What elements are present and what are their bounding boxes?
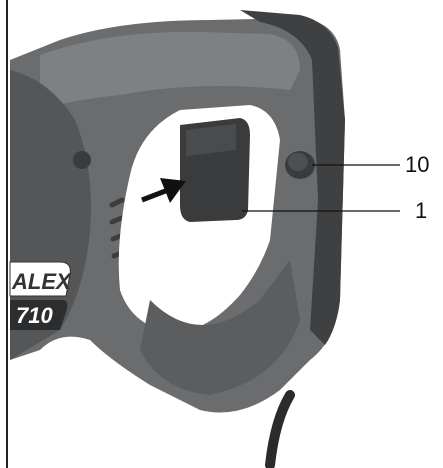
trigger-switch — [180, 118, 250, 222]
model-badge: 710 — [10, 300, 68, 330]
brand-badge: ALEX — [9, 261, 72, 297]
callout-label-1: 1 — [415, 198, 427, 223]
lock-on-button — [285, 151, 315, 179]
direction-arrow — [141, 178, 186, 203]
tool-body — [10, 10, 345, 468]
brand-badge-text: ALEX — [11, 269, 72, 294]
callout-label-10: 10 — [405, 152, 429, 177]
model-badge-text: 710 — [16, 303, 53, 328]
